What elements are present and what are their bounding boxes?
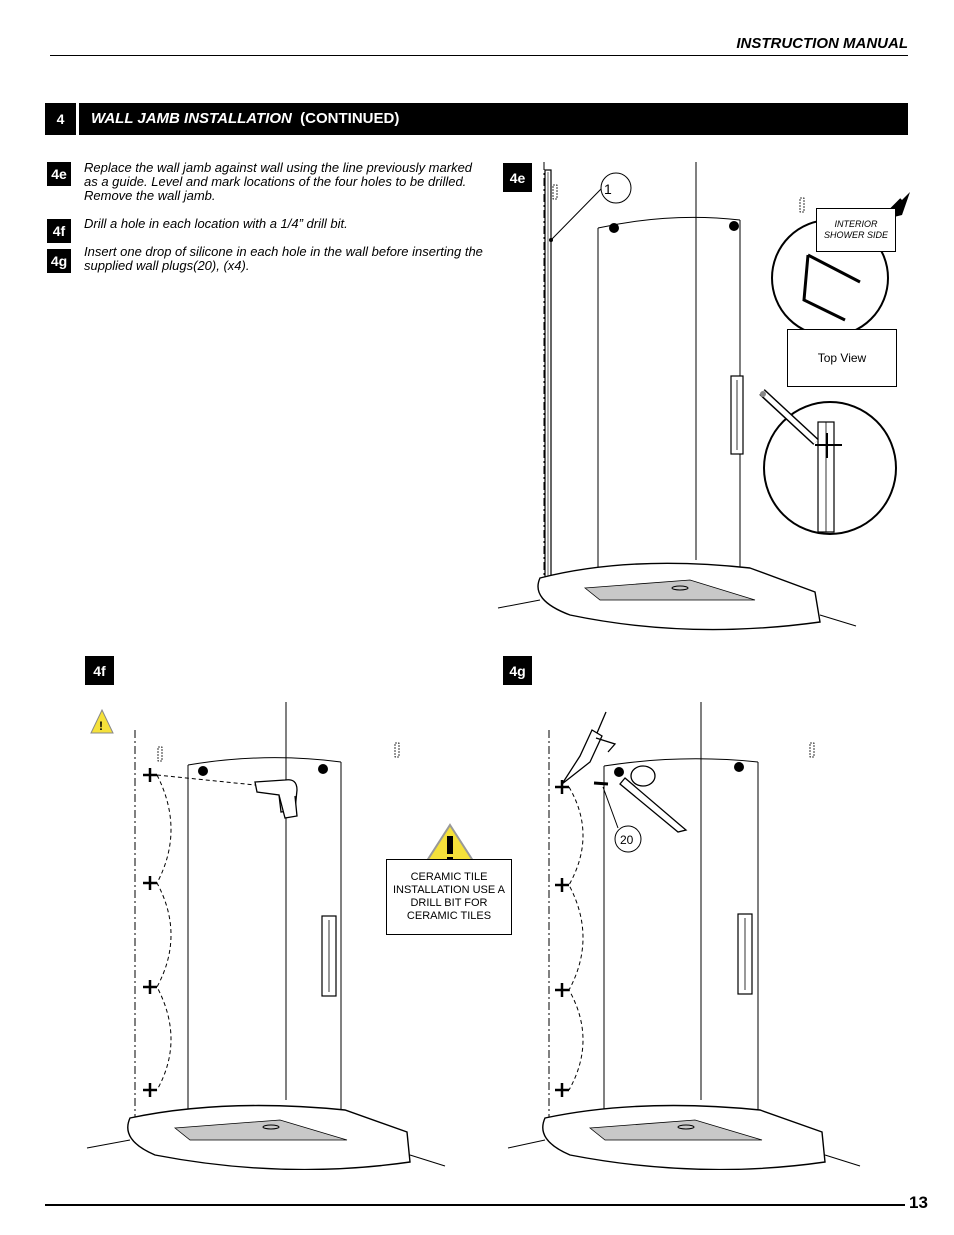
page-number: 13 [909,1193,928,1212]
step-4g-text: Insert one drop of silicone in each hole… [84,244,483,273]
section-title-main: WALL JAMB INSTALLATION [91,110,292,127]
callout-1-number: 1 [604,181,612,197]
callout-1 [600,172,632,204]
step-4e-badge: 4e [47,162,71,186]
warning-icon [90,708,114,734]
fig-4g-badge: 4g [503,656,532,685]
section-bar: 4 WALL JAMB INSTALLATION (CONTINUED) [45,103,908,135]
manual-title: INSTRUCTION MANUAL [736,35,908,52]
svg-text:!: ! [99,719,103,733]
top-view-label: Top View [787,329,897,387]
fig-4e-badge: 4e [503,163,532,192]
step-4g-badge: 4g [47,249,71,273]
interior-shower-side-label: INTERIOR SHOWER SIDE [816,208,896,252]
step-4e-text: Replace the wall jamb against wall using… [84,160,473,203]
step-4f-text: Drill a hole in each location with a 1/4… [84,216,348,231]
header-rule [50,55,908,56]
ceramic-tile-warning: CERAMIC TILE INSTALLATION USE A DRILL BI… [386,859,512,935]
section-number: 4 [45,103,79,135]
step-4f-badge: 4f [47,219,71,243]
fig-4f-illustration: ! [86,702,446,1170]
callout-20-number: 20 [620,833,634,847]
section-title: WALL JAMB INSTALLATION (CONTINUED) [91,110,399,127]
fig-4g-illustration: 20 [507,702,861,1170]
footer-rule [45,1204,905,1206]
callout-20 [614,825,642,853]
section-title-suffix: (CONTINUED) [300,110,400,127]
fig-4f-badge: 4f [85,656,114,685]
